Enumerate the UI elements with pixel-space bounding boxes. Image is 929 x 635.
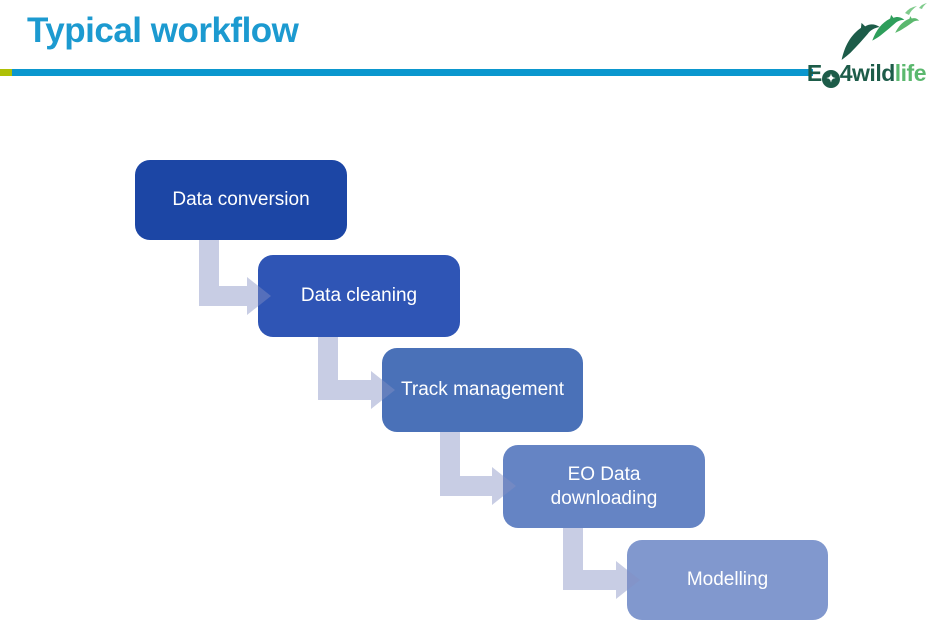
workflow-step-track-management: Track management: [382, 348, 583, 432]
connector-arrow-4: [563, 528, 640, 599]
step-label: Data conversion: [172, 189, 310, 211]
logo-globe-o-icon: ✦: [821, 69, 840, 88]
logo-wordmark-4wild: 4wild: [839, 60, 896, 86]
logo-wordmark: E✦4wildlife: [806, 60, 927, 88]
workflow-step-eo-data-downloading: EO Data downloading: [503, 445, 705, 528]
workflow-step-data-cleaning: Data cleaning: [258, 255, 460, 337]
workflow-step-modelling: Modelling: [627, 540, 828, 620]
eo4wildlife-logo: E✦4wildlife: [807, 0, 929, 92]
step-label: Modelling: [686, 569, 769, 591]
title-rule: [12, 69, 813, 76]
logo-wordmark-life: life: [894, 60, 927, 86]
connector-arrow-2: [318, 337, 395, 409]
step-label: EO Data downloading: [550, 463, 658, 509]
step-label: Track management: [401, 379, 564, 401]
connector-arrow-1: [199, 240, 271, 315]
page-title: Typical workflow: [27, 11, 299, 50]
step-label: Data cleaning: [300, 285, 418, 307]
connector-arrow-3: [440, 432, 516, 505]
title-rule-accent: [0, 69, 12, 76]
logo-wordmark-e: E: [806, 60, 822, 86]
workflow-step-data-conversion: Data conversion: [135, 160, 347, 240]
birds-icon: [832, 3, 927, 60]
